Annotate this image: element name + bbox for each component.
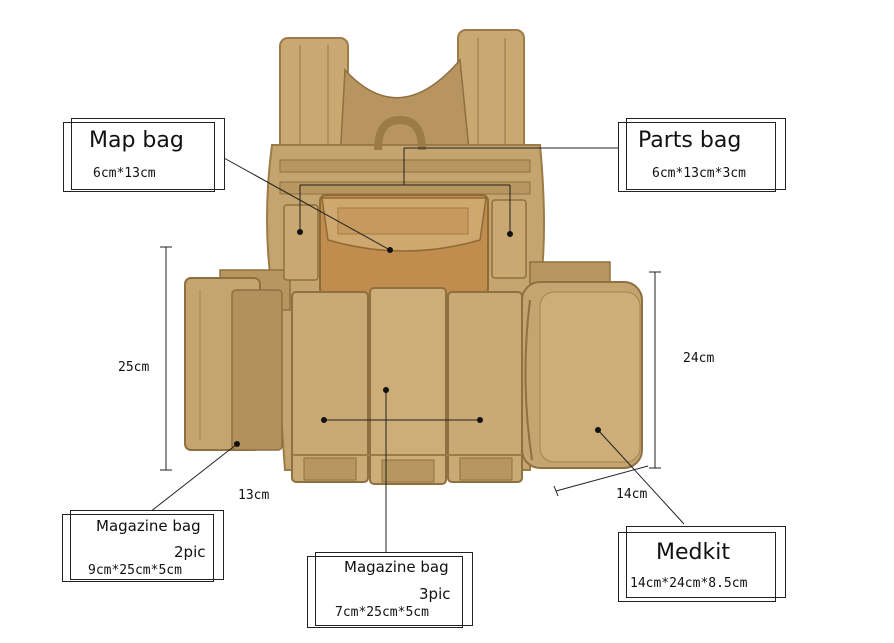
parts-bag-size: 6cm*13cm*3cm [652, 166, 746, 181]
magazine-bag-2pic-pouch [184, 277, 283, 451]
magazine-bag-2pic-title: Magazine bag [96, 517, 201, 535]
vest-grab-handle [374, 115, 426, 151]
right-width-dimension: 14cm [616, 487, 648, 502]
parts-bag-title: Parts bag [638, 128, 742, 153]
medkit-size: 14cm*24cm*8.5cm [630, 576, 748, 591]
magazine-bag-3pic-pouch [291, 287, 523, 485]
magazine-bag-2pic-count: 2pic [174, 543, 206, 561]
medkit-label: Medkit 14cm*24cm*8.5cm [618, 526, 786, 602]
map-bag-title: Map bag [89, 128, 184, 153]
magazine-bag-2pic-label: Magazine bag 2pic 9cm*25cm*5cm [62, 510, 224, 582]
vest-shoulder-straps [279, 29, 525, 161]
right-height-dimension: 24cm [683, 351, 715, 366]
parts-bag-label: Parts bag 6cm*13cm*3cm [618, 118, 786, 194]
magazine-bag-2pic-size: 9cm*25cm*5cm [88, 563, 182, 578]
map-bag-pouch [319, 194, 489, 296]
left-width-dimension: 13cm [238, 488, 270, 503]
leader-dots [234, 229, 601, 447]
leader-lines [149, 147, 685, 556]
magazine-bag-3pic-count: 3pic [419, 585, 451, 603]
magazine-bag-3pic-size: 7cm*25cm*5cm [335, 605, 429, 620]
map-bag-label: Map bag 6cm*13cm [63, 118, 225, 193]
magazine-bag-3pic-title: Magazine bag [344, 558, 449, 576]
dimension-lines [160, 246, 661, 497]
medkit-pouch [521, 281, 643, 469]
medkit-title: Medkit [656, 540, 730, 565]
magazine-bag-3pic-label: Magazine bag 3pic 7cm*25cm*5cm [307, 552, 473, 628]
map-bag-size: 6cm*13cm [93, 166, 156, 181]
left-height-dimension: 25cm [118, 360, 150, 375]
vest-collar [339, 58, 471, 161]
